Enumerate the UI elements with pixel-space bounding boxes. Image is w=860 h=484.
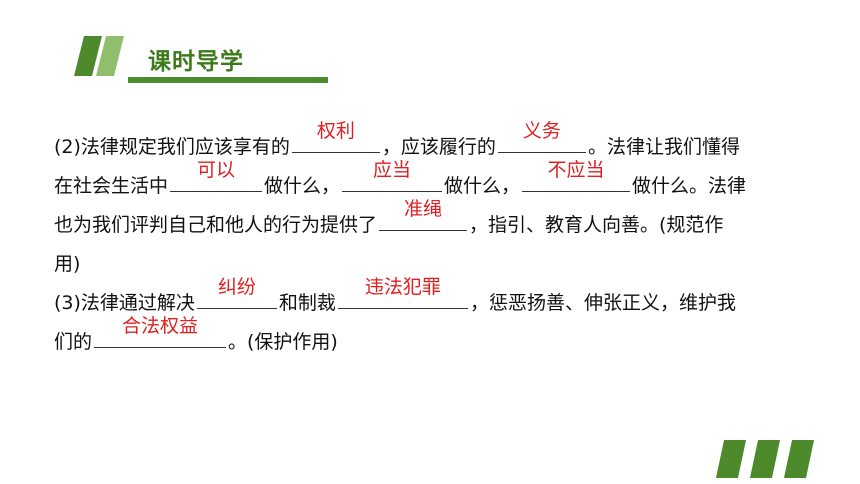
p3-line-1: (3)法律通过解决纠纷和制裁 违法犯罪 ，惩恶扬善、伸张正义，维护我 bbox=[54, 276, 824, 323]
text-segment: 做什么。法律 bbox=[632, 175, 747, 197]
answer-8: 违法犯罪 bbox=[364, 276, 441, 298]
text-segment: 和制裁 bbox=[278, 292, 336, 314]
text-segment: 做什么， bbox=[444, 175, 521, 197]
text-segment: ，指引、教育人向善。(规范作 bbox=[469, 214, 724, 236]
answer-1: 权利 bbox=[316, 120, 355, 142]
p2-line-2: 在社会生活中 可以做什么， 应当做什么， 不应当做什么。法律 bbox=[54, 159, 824, 206]
text-segment: 也为我们评判自己和他人的行为提供了 bbox=[54, 214, 378, 236]
content: (2)法律规定我们应该享有的 权利 ，应该履行的 义务。法律让我们懂得 在社会生活中 可… bbox=[54, 120, 824, 362]
section-title: 课时导学 bbox=[148, 49, 244, 75]
answer-2: 义务 bbox=[522, 120, 561, 142]
blank-2: 义务 bbox=[497, 120, 586, 153]
text-segment: 。(保护作用) bbox=[228, 331, 338, 353]
p2-line-3: 也为我们评判自己和他人的行为提供了 准绳 ，指引、教育人向善。(规范作 bbox=[54, 198, 824, 245]
text-segment: 做什么， bbox=[264, 175, 341, 197]
text-segment: ，应该履行的 bbox=[381, 136, 496, 158]
answer-7: 纠纷 bbox=[217, 276, 256, 298]
p2-line-4: 用) bbox=[54, 245, 824, 284]
text-segment: 。法律让我们懂得 bbox=[587, 136, 740, 158]
p3-line-2: 们的 合法权益。(保护作用) bbox=[54, 315, 824, 362]
header: 课时导学 bbox=[0, 0, 860, 110]
text-segment: 在社会生活中 bbox=[54, 175, 169, 197]
answer-4: 应当 bbox=[373, 159, 412, 181]
answer-9: 合法权益 bbox=[122, 315, 199, 337]
text-segment: (2)法律规定我们应该享有的 bbox=[54, 136, 290, 158]
blank-3: 可以 bbox=[170, 159, 263, 192]
header-decoration-icon bbox=[74, 36, 124, 76]
blank-8: 违法犯罪 bbox=[337, 276, 468, 309]
answer-3: 可以 bbox=[197, 159, 236, 181]
text-segment: 们的 bbox=[54, 331, 93, 353]
text-segment: (3)法律通过解决 bbox=[54, 292, 195, 314]
blank-9: 合法权益 bbox=[94, 315, 227, 348]
title-underline bbox=[128, 77, 328, 83]
blank-5: 不应当 bbox=[522, 159, 631, 192]
blank-4: 应当 bbox=[342, 159, 443, 192]
blank-7: 纠纷 bbox=[196, 276, 277, 309]
text-segment: 用) bbox=[54, 253, 81, 275]
answer-5: 不应当 bbox=[547, 159, 605, 181]
text-segment: ，惩恶扬善、伸张正义，维护我 bbox=[469, 292, 736, 314]
p2-line-1: (2)法律规定我们应该享有的 权利 ，应该履行的 义务。法律让我们懂得 bbox=[54, 120, 824, 167]
blank-1: 权利 bbox=[291, 120, 380, 153]
answer-6: 准绳 bbox=[404, 198, 443, 220]
footer-decoration-icon bbox=[715, 440, 816, 478]
blank-6: 准绳 bbox=[379, 198, 468, 231]
